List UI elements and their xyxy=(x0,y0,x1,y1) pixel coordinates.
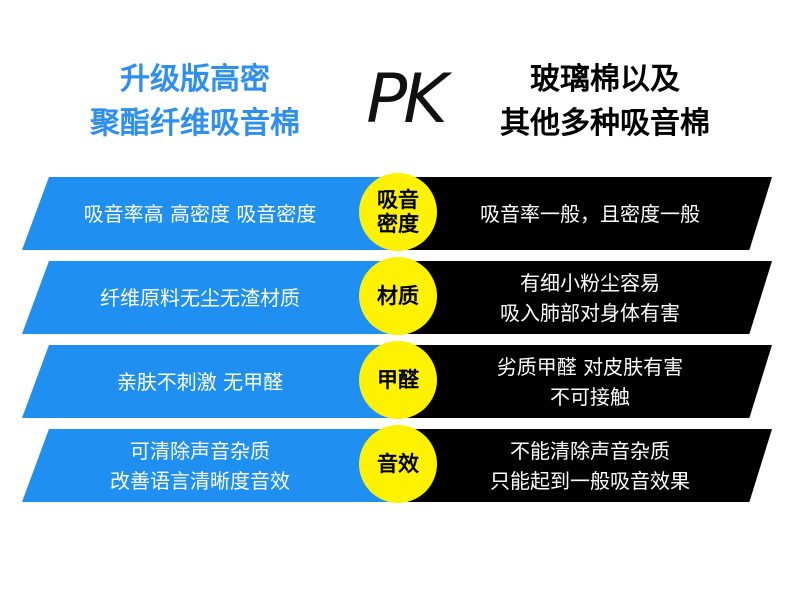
pk-label: PK xyxy=(366,60,448,139)
row-left-line: 可清除声音杂质 xyxy=(130,438,270,463)
product-title: 升级版高密 聚酯纤维吸音棉 xyxy=(60,58,330,146)
row-right-line: 只能起到一般吸音效果 xyxy=(490,468,690,493)
row-right-text: 有细小粉尘容易 吸入肺部对身体有害 xyxy=(440,261,740,334)
row-right-text: 劣质甲醛 对皮肤有害 不可接触 xyxy=(440,345,740,418)
comparison-row-density: 吸音率高 高密度 吸音密度 吸音率一般，且密度一般 吸音 密度 xyxy=(0,173,790,252)
product-title-line2: 聚酯纤维吸音棉 xyxy=(90,106,300,141)
row-right-line: 不可接触 xyxy=(550,384,630,409)
row-right-line: 劣质甲醛 对皮肤有害 xyxy=(496,354,684,379)
row-label-line: 密度 xyxy=(377,212,419,236)
row-right-panel xyxy=(395,429,772,502)
row-label-badge: 吸音 密度 xyxy=(359,173,437,251)
row-left-panel xyxy=(22,177,407,250)
row-left-panel xyxy=(22,261,407,334)
row-right-text: 吸音率一般，且密度一般 xyxy=(440,177,740,250)
row-right-panel xyxy=(395,261,772,334)
row-right-text: 不能清除声音杂质 只能起到一般吸音效果 xyxy=(440,429,740,502)
row-left-text: 可清除声音杂质 改善语言清晰度音效 xyxy=(40,429,360,502)
competitor-title: 玻璃棉以及 其他多种吸音棉 xyxy=(460,58,750,146)
row-left-text: 吸音率高 高密度 吸音密度 xyxy=(40,177,360,250)
row-left-line: 吸音率高 高密度 吸音密度 xyxy=(83,201,317,226)
row-right-line: 吸入肺部对身体有害 xyxy=(500,300,680,325)
row-right-line: 吸音率一般，且密度一般 xyxy=(480,201,700,226)
row-left-panel xyxy=(22,429,407,502)
row-left-text: 亲肤不刺激 无甲醛 xyxy=(40,345,360,418)
comparison-row-formaldehyde: 亲肤不刺激 无甲醛 劣质甲醛 对皮肤有害 不可接触 甲醛 xyxy=(0,341,790,420)
row-label-line: 吸音 xyxy=(377,188,419,212)
comparison-row-acoustic: 可清除声音杂质 改善语言清晰度音效 不能清除声音杂质 只能起到一般吸音效果 音效 xyxy=(0,425,790,504)
row-label-line: 材质 xyxy=(377,284,419,308)
row-left-line: 亲肤不刺激 无甲醛 xyxy=(116,369,284,394)
competitor-title-line2: 其他多种吸音棉 xyxy=(500,106,710,141)
row-left-panel xyxy=(22,345,407,418)
comparison-row-material: 纤维原料无尘无渣材质 有细小粉尘容易 吸入肺部对身体有害 材质 xyxy=(0,257,790,336)
row-label-badge: 材质 xyxy=(359,257,437,335)
row-label-badge: 甲醛 xyxy=(359,341,437,419)
product-title-line1: 升级版高密 xyxy=(120,62,270,97)
row-left-line: 改善语言清晰度音效 xyxy=(110,468,290,493)
row-right-line: 不能清除声音杂质 xyxy=(510,438,670,463)
row-right-line: 有细小粉尘容易 xyxy=(520,270,660,295)
competitor-title-line1: 玻璃棉以及 xyxy=(530,62,680,97)
row-right-panel xyxy=(395,345,772,418)
row-left-text: 纤维原料无尘无渣材质 xyxy=(40,261,360,334)
row-left-line: 纤维原料无尘无渣材质 xyxy=(100,285,300,310)
row-right-panel xyxy=(395,177,772,250)
row-label-line: 音效 xyxy=(377,452,419,476)
row-label-line: 甲醛 xyxy=(377,368,419,392)
row-label-badge: 音效 xyxy=(359,425,437,503)
